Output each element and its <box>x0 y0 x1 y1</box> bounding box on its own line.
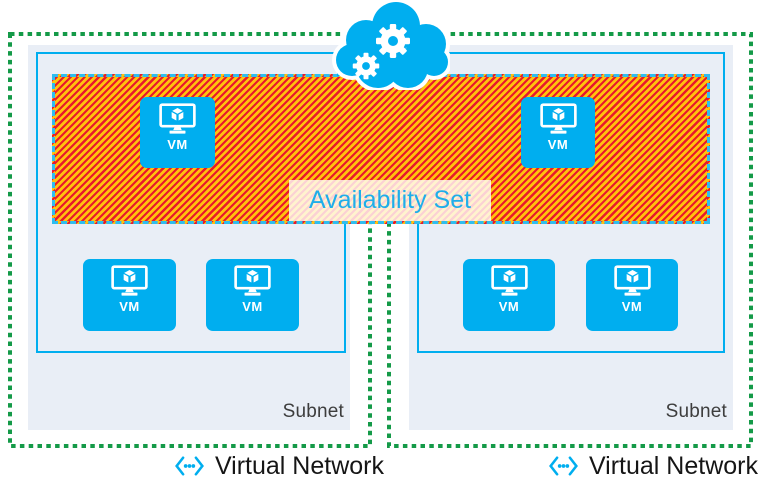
vnet-chevrons-icon <box>548 456 578 476</box>
vm-icon: VM <box>206 259 299 331</box>
virtual-network-text: Virtual Network <box>588 451 758 480</box>
vm-label: VM <box>119 299 140 314</box>
cloud-gears-icon <box>330 0 452 92</box>
vm-icon: VM <box>83 259 176 331</box>
vm-label: VM <box>242 299 263 314</box>
vm-label: VM <box>498 299 520 314</box>
vm-monitor-icon <box>613 265 651 296</box>
virtual-network-border-right <box>387 32 753 448</box>
virtual-network-label-left: Virtual Network <box>8 451 384 481</box>
vm-monitor-icon <box>159 103 196 134</box>
virtual-network-text: Virtual Network <box>214 451 384 480</box>
gear-icon <box>376 24 410 58</box>
vm-icon: VM <box>521 97 595 168</box>
vm-icon: VM <box>586 259 678 331</box>
virtual-network-label-right: Virtual Network <box>387 451 758 481</box>
vm-monitor-icon <box>234 265 271 296</box>
vm-monitor-icon <box>490 265 528 296</box>
vm-icon: VM <box>463 259 555 331</box>
vm-icon: VM <box>140 97 215 168</box>
gear-icon <box>352 52 380 80</box>
virtual-network-border-left <box>8 32 372 448</box>
vm-monitor-icon <box>111 265 148 296</box>
subnet-label-right: Subnet <box>665 401 727 422</box>
vm-label: VM <box>547 137 569 152</box>
subnet-label-left: Subnet <box>282 401 344 422</box>
vnet-chevrons-icon <box>174 456 204 476</box>
availability-set-label: Availability Set <box>289 180 491 221</box>
vm-label: VM <box>167 137 188 152</box>
vm-monitor-icon <box>539 103 577 134</box>
vm-label: VM <box>621 299 643 314</box>
